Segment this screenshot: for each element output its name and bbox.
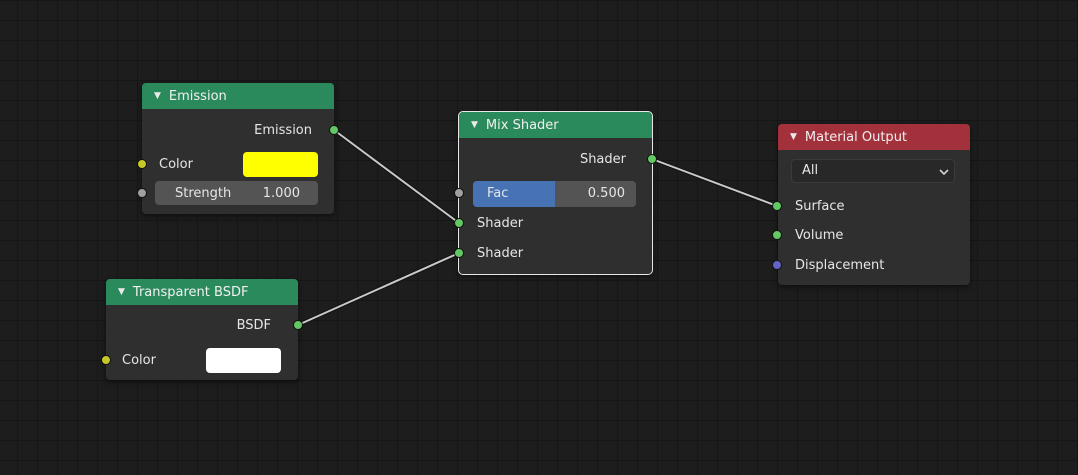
fac-slider-fill [473,181,555,207]
strength-field[interactable]: Strength 1.000 [155,181,318,205]
socket-output-displacement-input[interactable] [772,260,782,270]
node-title: Transparent BSDF [132,284,249,300]
socket-mix-fac-input[interactable] [454,188,464,198]
mix-shader-node[interactable]: ▼ Mix Shader Shader Fac 0.500 Shader Sha… [458,111,653,275]
disclosure-triangle-icon[interactable]: ▼ [118,287,125,297]
transparent-bsdf-node-header[interactable]: ▼ Transparent BSDF [106,279,298,305]
node-title: Mix Shader [485,117,559,133]
target-value: All [802,163,819,178]
link-emission-to-mix [333,129,460,224]
output-label-emission: Emission [254,122,312,138]
output-label-bsdf: BSDF [236,317,271,333]
color-swatch-white[interactable] [206,348,281,373]
disclosure-triangle-icon[interactable]: ▼ [790,132,797,142]
emission-node-header[interactable]: ▼ Emission [142,83,334,109]
socket-output-volume-input[interactable] [772,230,782,240]
target-dropdown[interactable]: All [791,159,955,183]
color-swatch-yellow[interactable] [243,152,318,177]
node-title: Emission [168,88,227,104]
input-label-shader-2: Shader [477,245,524,261]
transparent-bsdf-node[interactable]: ▼ Transparent BSDF BSDF Color [106,279,298,380]
emission-node[interactable]: ▼ Emission Emission Color Strength 1.000 [142,83,334,214]
input-label-color: Color [159,156,193,172]
node-title: Material Output [804,129,908,145]
input-label-volume: Volume [795,227,844,243]
socket-emission-strength-input[interactable] [137,188,147,198]
socket-mix-shader-input-1[interactable] [454,218,464,228]
socket-emission-color-input[interactable] [137,159,147,169]
input-label-shader-1: Shader [477,215,524,231]
strength-value: 1.000 [262,185,300,201]
chevron-down-icon [939,169,949,176]
socket-emission-output[interactable] [329,125,339,135]
fac-label: Fac [487,186,509,201]
fac-value: 0.500 [587,186,625,201]
strength-label: Strength [175,185,232,201]
disclosure-triangle-icon[interactable]: ▼ [154,91,161,101]
input-label-displacement: Displacement [795,257,885,273]
link-mix-to-output [651,158,778,207]
socket-output-surface-input[interactable] [772,201,782,211]
material-output-node[interactable]: ▼ Material Output All Surface Volume Dis… [778,124,970,285]
socket-transparent-color-input[interactable] [101,355,111,365]
socket-transparent-bsdf-output[interactable] [293,320,303,330]
socket-mix-shader-input-2[interactable] [454,248,464,258]
disclosure-triangle-icon[interactable]: ▼ [471,120,478,130]
material-output-node-header[interactable]: ▼ Material Output [778,124,970,150]
input-label-surface: Surface [795,198,845,214]
mix-shader-node-header[interactable]: ▼ Mix Shader [459,112,652,138]
output-label-shader: Shader [579,151,626,167]
link-transparent-to-mix [297,252,460,326]
socket-mix-shader-output[interactable] [647,154,657,164]
input-label-color: Color [122,352,156,368]
fac-slider[interactable]: Fac 0.500 [473,181,636,207]
